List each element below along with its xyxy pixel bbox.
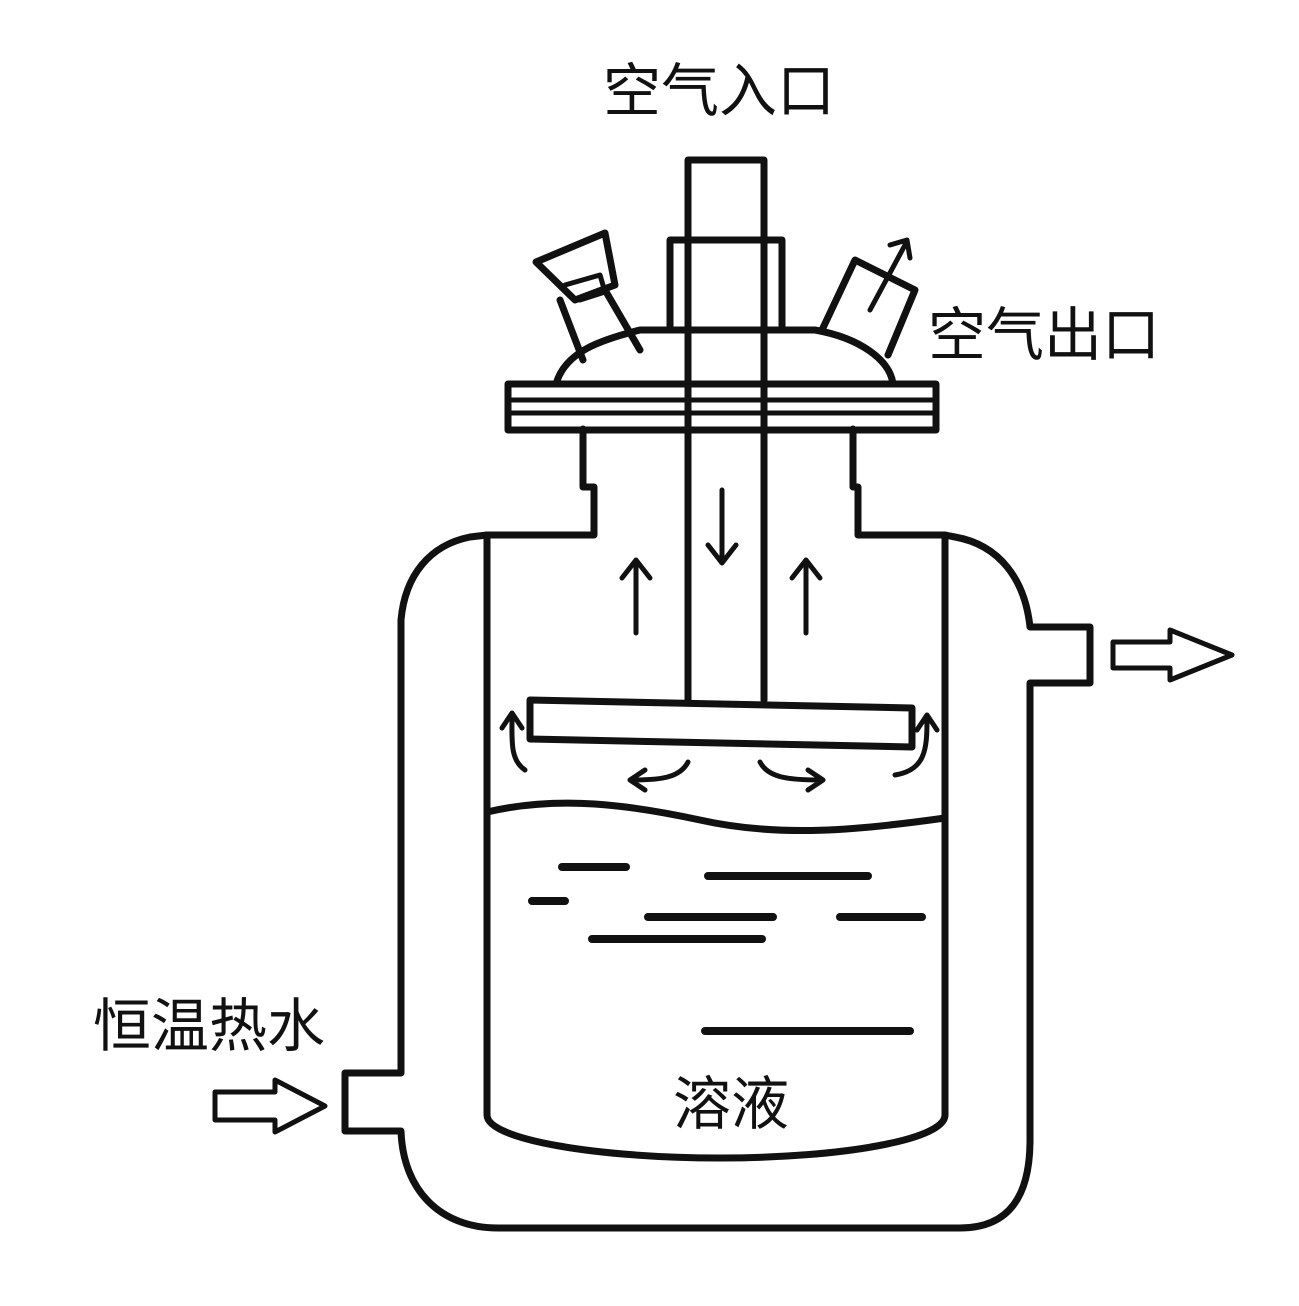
left-port bbox=[556, 286, 644, 364]
flow-curve-center-left bbox=[627, 759, 691, 793]
dome-lid bbox=[552, 326, 897, 388]
flange-top bbox=[504, 380, 940, 434]
inner-vessel bbox=[483, 531, 949, 1162]
hot-water-in-arrow bbox=[212, 1077, 328, 1135]
distributor-plate bbox=[526, 696, 916, 751]
liquid-surface bbox=[483, 799, 949, 835]
flow-arrow-up-right bbox=[789, 557, 823, 636]
flow-curve-left-edge bbox=[499, 710, 528, 773]
vessel-neck-left bbox=[483, 425, 598, 539]
water-jacket-outline bbox=[341, 531, 1094, 1232]
hot-water-label: 恒温热水 bbox=[93, 992, 326, 1060]
left-funnel-inner bbox=[562, 272, 608, 303]
flow-curve-right-edge bbox=[892, 712, 940, 778]
inlet-collar bbox=[666, 236, 786, 334]
left-funnel bbox=[532, 229, 619, 304]
air-outlet-label: 空气出口 bbox=[928, 301, 1161, 369]
flow-arrow-up-left bbox=[619, 557, 653, 636]
inlet-tube-top bbox=[684, 156, 768, 244]
solution-label: 溶液 bbox=[673, 1070, 790, 1138]
vessel-neck-right bbox=[849, 425, 949, 539]
flow-arrow-down bbox=[705, 487, 739, 566]
water-out-arrow bbox=[1110, 627, 1235, 683]
outlet-arrow bbox=[867, 237, 913, 313]
air-inlet-label: 空气入口 bbox=[603, 57, 836, 125]
right-port bbox=[818, 256, 919, 359]
flow-curve-center-right bbox=[757, 759, 826, 793]
